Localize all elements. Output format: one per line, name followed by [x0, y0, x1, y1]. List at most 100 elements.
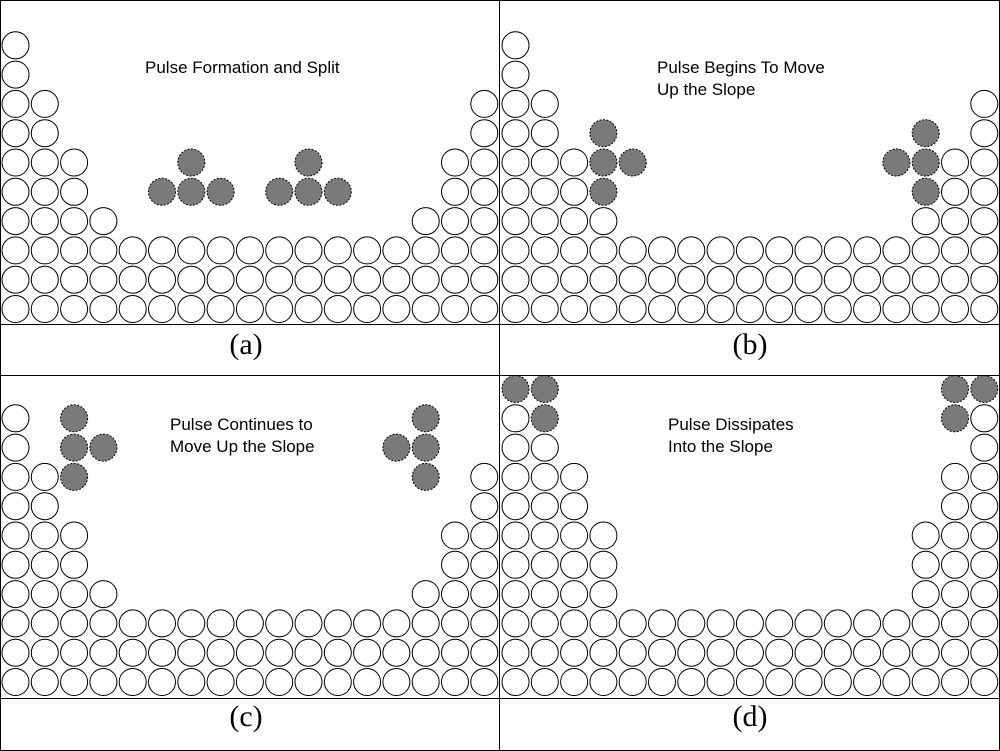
sand-grain	[941, 638, 969, 667]
sand-grain	[501, 119, 530, 148]
sand-grain	[30, 668, 59, 696]
sand-grain	[411, 265, 440, 294]
sand-grain	[823, 295, 852, 323]
sand-grain	[1, 521, 30, 550]
sand-grain	[441, 638, 469, 667]
sand-grain	[501, 433, 530, 462]
sand-grain	[589, 265, 618, 294]
sand-grain	[294, 265, 323, 294]
sand-grain	[530, 265, 559, 294]
sand-grain	[589, 638, 618, 667]
sand-grain	[735, 265, 764, 294]
pulse-grain	[60, 404, 89, 433]
sand-grain	[706, 265, 735, 294]
sand-grain	[530, 207, 559, 236]
pulse-grain	[941, 404, 969, 433]
sand-grain	[411, 638, 440, 667]
sand-grain	[148, 609, 176, 638]
pulse-grain	[911, 119, 940, 148]
sand-grain	[501, 148, 530, 177]
sand-grain	[823, 638, 852, 667]
sand-grain	[441, 580, 469, 609]
sand-grain	[618, 609, 647, 638]
sand-grain	[560, 177, 589, 206]
sand-grain	[765, 668, 794, 696]
sand-grain	[1, 89, 30, 118]
sand-grain	[60, 295, 89, 323]
sand-grain	[148, 236, 176, 265]
sand-grain	[970, 609, 999, 638]
panel-c-grains	[1, 404, 499, 696]
sand-grain	[501, 89, 530, 118]
sand-grain	[30, 638, 59, 667]
sand-grain	[501, 265, 530, 294]
sand-grain	[30, 119, 59, 148]
sand-grain	[206, 265, 235, 294]
sand-grain	[323, 638, 352, 667]
sand-grain	[648, 236, 676, 265]
sand-grain	[1, 404, 30, 433]
sand-grain	[235, 265, 264, 294]
sand-grain	[441, 668, 469, 696]
sand-grain	[970, 89, 999, 118]
panel-c-caption: (c)	[229, 700, 263, 733]
sand-grain	[501, 609, 530, 638]
sand-grain	[882, 236, 911, 265]
sand-grain	[1, 177, 30, 206]
sand-grain	[501, 207, 530, 236]
sand-grain	[882, 638, 911, 667]
panel-b-title: Pulse Begins To Move Up the Slope	[657, 58, 825, 99]
sand-grain	[60, 521, 89, 550]
sand-grain	[970, 462, 999, 491]
sand-grain	[89, 580, 118, 609]
sand-grain	[441, 550, 469, 579]
sand-grain	[589, 580, 618, 609]
sand-grain	[1, 148, 30, 177]
sand-grain	[501, 31, 530, 60]
sand-grain	[1, 119, 30, 148]
sand-grain	[30, 295, 59, 323]
sand-grain	[294, 609, 323, 638]
sand-grain	[470, 492, 499, 521]
pulse-grain	[382, 433, 411, 462]
sand-grain	[118, 236, 147, 265]
sand-grain	[30, 148, 59, 177]
sand-grain	[1, 609, 30, 638]
sand-grain	[589, 550, 618, 579]
panel-d: Pulse Dissipates Into the Slope	[500, 376, 999, 701]
pulse-grain	[589, 148, 618, 177]
sand-grain	[706, 295, 735, 323]
sand-grain	[530, 492, 559, 521]
sand-grain	[853, 609, 882, 638]
sand-grain	[177, 236, 206, 265]
sand-grain	[530, 668, 559, 696]
sand-grain	[970, 404, 999, 433]
sand-grain	[530, 609, 559, 638]
sand-grain	[470, 148, 499, 177]
sand-grain	[265, 609, 294, 638]
pulse-grain	[911, 148, 940, 177]
sand-grain	[911, 265, 940, 294]
sand-grain	[118, 265, 147, 294]
sand-grain	[118, 609, 147, 638]
sand-grain	[530, 433, 559, 462]
pulse-grain	[148, 177, 176, 206]
sand-grain	[470, 89, 499, 118]
sand-grain	[501, 668, 530, 696]
sand-grain	[89, 609, 118, 638]
sand-grain	[265, 668, 294, 696]
sand-grain	[970, 638, 999, 667]
sand-grain	[589, 295, 618, 323]
sand-grain	[294, 295, 323, 323]
pulse-grain	[618, 148, 647, 177]
sand-grain	[765, 295, 794, 323]
sand-grain	[530, 638, 559, 667]
sand-grain	[30, 609, 59, 638]
sand-grain	[648, 265, 676, 294]
sand-grain	[441, 148, 469, 177]
pulse-grain	[265, 177, 294, 206]
pulse-grain	[941, 376, 969, 403]
sand-grain	[235, 609, 264, 638]
sand-grain	[470, 550, 499, 579]
sand-grain	[618, 668, 647, 696]
